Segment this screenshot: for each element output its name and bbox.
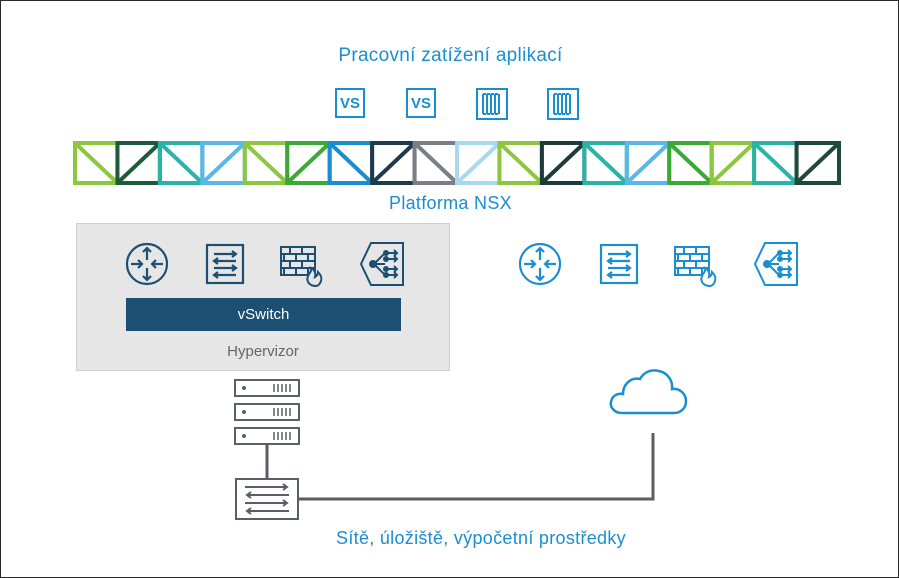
firewall-icon — [674, 246, 717, 288]
vswitch-bar: vSwitch — [126, 298, 401, 331]
container-icon — [476, 88, 508, 120]
vswitch-label: vSwitch — [237, 306, 290, 323]
load-balancer-icon — [359, 242, 404, 286]
firewall-icon — [280, 246, 323, 288]
vm-label: VS — [410, 94, 431, 112]
platform-label: Platforma NSX — [389, 193, 512, 213]
physical-switch-icon — [235, 478, 299, 520]
server-rack-icon — [234, 379, 300, 445]
cloud-icon — [609, 369, 688, 415]
workloads-title: Pracovní zatížení aplikací — [338, 45, 563, 66]
hypervisor-label: Hypervizor — [227, 343, 299, 360]
hypervisor-panel — [76, 223, 450, 371]
router-icon — [125, 242, 169, 286]
truss-segment — [794, 141, 841, 185]
nsx-platform-truss — [73, 141, 841, 185]
switch-icon — [205, 243, 245, 285]
infrastructure-label: Sítě, úložiště, výpočetní prostředky — [336, 528, 626, 548]
router-icon — [518, 242, 562, 286]
load-balancer-icon — [753, 242, 798, 286]
vm-icon: VS — [335, 88, 365, 118]
vm-label: VS — [339, 94, 360, 112]
switch-icon — [599, 243, 639, 285]
container-icon — [547, 88, 579, 120]
vm-icon: VS — [406, 88, 436, 118]
